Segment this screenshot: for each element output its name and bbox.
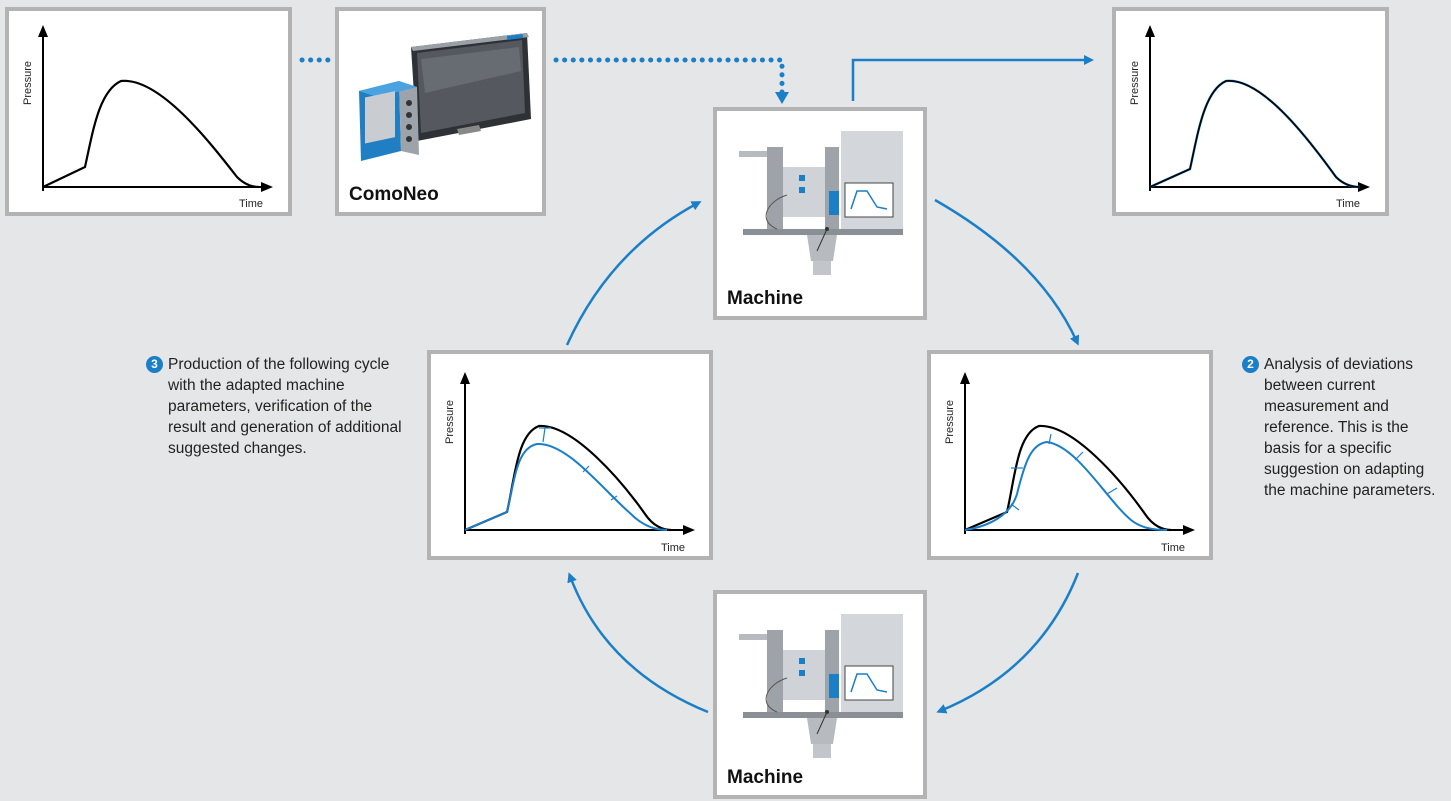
machine-top-label: Machine xyxy=(727,288,804,309)
x-axis xyxy=(43,182,273,192)
step3-chart: Pressure Time xyxy=(444,372,695,554)
machine-image xyxy=(739,614,903,758)
step2-chart: Pressure Time xyxy=(944,372,1195,554)
y-axis-label: Pressure xyxy=(1129,61,1141,105)
deviation-markers xyxy=(1010,433,1118,511)
arrow-step2-to-machine xyxy=(936,572,1080,714)
dotted-link-comoneo-machine xyxy=(553,57,785,99)
x-axis xyxy=(465,525,695,535)
step2-chart-panel: Pressure Time xyxy=(927,350,1213,560)
machine-bottom-panel: Machine xyxy=(713,590,927,799)
comoneo-panel: ComoNeo xyxy=(335,7,546,216)
x-axis xyxy=(1150,182,1370,192)
measured-curve xyxy=(964,440,1168,531)
reference-chart: Pressure Time xyxy=(22,25,273,210)
y-axis-label: Pressure xyxy=(444,400,456,444)
comoneo-device-image xyxy=(359,33,531,161)
measured-curve xyxy=(1149,79,1361,189)
arrow-machine-to-result xyxy=(851,55,1094,101)
x-axis-label: Time xyxy=(1161,542,1185,554)
arrow-machine-to-step2 xyxy=(934,198,1080,346)
arrow-step3-to-machine xyxy=(565,201,702,346)
reference-curve xyxy=(464,424,672,532)
y-axis xyxy=(1145,25,1155,191)
result-chart-panel: Pressure Time xyxy=(1112,7,1389,216)
deviation-markers xyxy=(539,427,618,501)
machine-image xyxy=(739,131,903,275)
reference-curve xyxy=(964,424,1172,532)
dotted-arrowhead xyxy=(775,92,789,104)
reference-curve xyxy=(1149,80,1361,188)
reference-chart-panel: Pressure Time xyxy=(5,7,292,216)
step2-number-badge: 2 xyxy=(1242,356,1259,373)
x-axis-label: Time xyxy=(239,198,263,210)
measured-curve xyxy=(464,442,668,531)
comoneo-label: ComoNeo xyxy=(349,184,439,205)
y-axis-label: Pressure xyxy=(944,400,956,444)
x-axis xyxy=(965,525,1195,535)
step3-note: 3 Production of the following cycle with… xyxy=(146,354,408,459)
step3-chart-panel: Pressure Time xyxy=(427,350,713,560)
arrow-machine-to-step3 xyxy=(567,572,709,714)
machine-top-panel: Machine xyxy=(713,107,927,320)
step2-note: 2 Analysis of deviations between current… xyxy=(1242,354,1444,501)
result-chart: Pressure Time xyxy=(1129,25,1370,210)
y-axis xyxy=(960,372,970,534)
y-axis-label: Pressure xyxy=(22,61,34,105)
y-axis xyxy=(38,25,48,191)
step2-note-text: Analysis of deviations between current m… xyxy=(1264,356,1436,499)
step3-note-text: Production of the following cycle with t… xyxy=(168,356,402,457)
y-axis xyxy=(460,372,470,534)
machine-bottom-label: Machine xyxy=(727,767,804,788)
reference-curve xyxy=(42,79,260,189)
x-axis-label: Time xyxy=(1336,198,1360,210)
x-axis-label: Time xyxy=(661,542,685,554)
step3-number-badge: 3 xyxy=(146,356,163,373)
